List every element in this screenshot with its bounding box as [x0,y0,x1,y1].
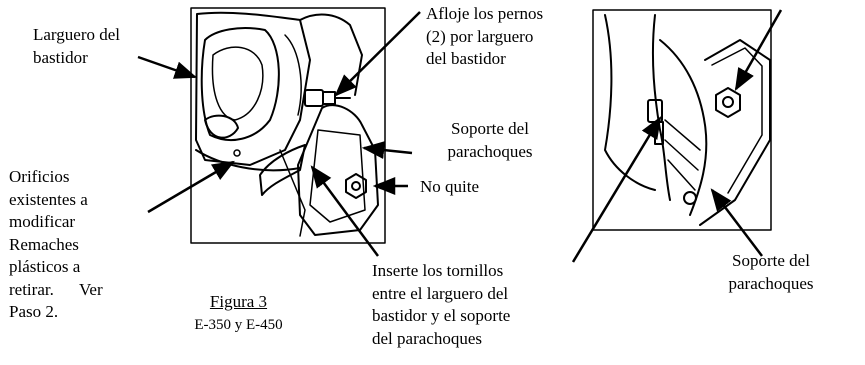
leader-arrow-icon [137,9,783,263]
nut-icon [345,173,367,199]
holes-line: modificar [9,212,76,231]
holes-line: Paso 2. [9,302,59,321]
holes-line: retirar. Ver [9,279,103,299]
label-bumper-bracket-left: Soporte del parachoques [447,119,533,161]
label-frame-rail: Larguero del bastidor [33,25,121,67]
holes-line: plásticos a [9,257,81,276]
label-loosen-bolts: Afloje los pernos (2) por larguero del b… [426,4,544,68]
bolt-icon [715,87,741,118]
holes-line: Remaches [9,234,79,254]
figure-right-illustration [592,9,772,231]
label-holes-rivets: Orificios existentes a modificar Remache… [9,166,162,324]
figure-title: Figura 3 [209,292,268,311]
figure-left-illustration [190,7,386,244]
label-bumper-bracket-right: Soporte del parachoques [728,251,814,293]
bolt-icon [304,89,351,107]
holes-line: existentes a [9,189,88,209]
label-do-not-remove: No quite [420,177,480,196]
holes-line: Orificios [9,167,70,186]
figure-models: E-350 y E-450 [194,317,283,333]
label-insert-screws: Inserte los tornillos entre el larguero … [372,261,511,348]
nut-icon [683,191,697,205]
rivet-hole-icon [233,149,241,157]
figure-left-frame [190,7,386,244]
